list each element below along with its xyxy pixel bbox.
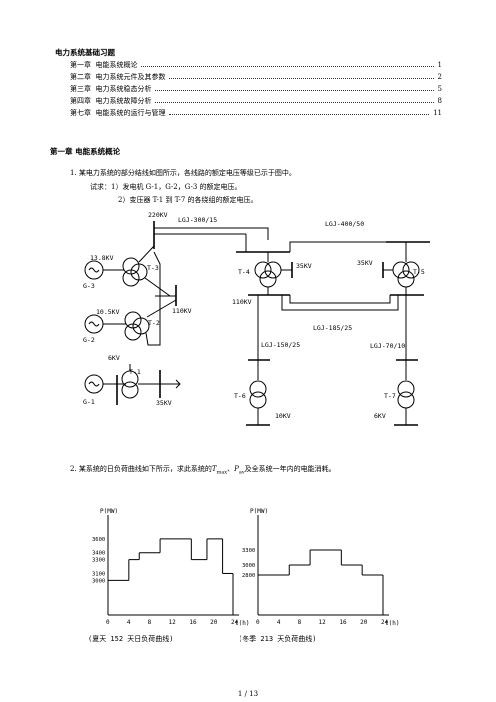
x-axis-label: t(h) <box>385 620 399 627</box>
page-number: 1 / 13 <box>237 690 259 698</box>
toc-name: 电力系统故障分析 <box>95 97 152 105</box>
power-system-diagram: 220KV LGJ-300/15 LGJ-400/50 13.8KV T-3 G… <box>83 211 430 426</box>
y-tick-label: 3300 <box>242 548 255 554</box>
label-lgj-400: LGJ-400/50 <box>325 220 364 228</box>
label-220kv: 220KV <box>148 211 168 219</box>
tmax-subscript: max <box>216 469 228 476</box>
toc-row[interactable]: 第三章 电力系统稳态分析 5 <box>70 83 442 95</box>
toc-leader <box>169 78 434 79</box>
label-lgj-70: LGJ-70/10 <box>370 342 405 350</box>
toc-name: 电能系统概论 <box>95 61 138 69</box>
table-of-contents: 第一章 电能系统概论 1 第二章 电力系统元件及其参数 2 第三章 电力系统稳态… <box>70 59 442 119</box>
toc-name: 电力系统元件及其参数 <box>95 73 166 81</box>
label-g1: G-1 <box>83 398 95 406</box>
x-tick-label: 0 <box>106 619 110 626</box>
label-10kv: 10KV <box>275 412 291 420</box>
question-1-line-1: 1. 某电力系统的部分结线如图所示，各线路的额定电压等级已示于图中。 <box>70 169 296 177</box>
toc-row[interactable]: 第四章 电力系统故障分析 8 <box>70 95 442 107</box>
toc-row[interactable]: 第七章 电能系统的运行与管理 11 <box>70 107 442 119</box>
label-6kv-t7: 6KV <box>374 412 386 420</box>
label-35kv-t5: 35KV <box>357 259 373 267</box>
label-35kv-t1: 35KV <box>156 399 172 407</box>
label-110kv-t4: 110KV <box>232 298 252 306</box>
toc-page: 5 <box>437 85 442 93</box>
toc-leader <box>141 66 434 67</box>
y-axis-label: P(MW) <box>100 508 118 515</box>
x-tick-label: 4 <box>127 619 131 626</box>
label-lgj-185: LGJ-185/25 <box>313 324 352 332</box>
toc-chapter: 第七章 <box>70 109 91 117</box>
toc-name: 电能系统的运行与管理 <box>95 109 166 117</box>
toc-chapter: 第三章 <box>70 85 91 93</box>
toc-chapter: 第一章 <box>70 61 91 69</box>
label-lgj-300: LGJ-300/15 <box>178 216 217 224</box>
toc-chapter: 第二章 <box>70 73 91 81</box>
y-tick-label: 3400 <box>92 551 105 557</box>
y-axis-label: P(MW) <box>250 508 268 515</box>
question-2-post: 及全系统一年内的电能消耗。 <box>244 465 336 473</box>
label-t1: T-1 <box>129 368 141 376</box>
label-6kv-g1: 6KV <box>108 354 120 362</box>
y-tick-label: 3300 <box>92 558 105 564</box>
label-lgj-150: LGJ-150/25 <box>261 341 300 349</box>
label-35kv-t4: 35KV <box>296 262 312 270</box>
toc-row[interactable]: 第二章 电力系统元件及其参数 2 <box>70 71 442 83</box>
x-tick-label: 20 <box>210 619 218 626</box>
toc-chapter: 第四章 <box>70 97 91 105</box>
question-2-pre: 2. 某系统的日负荷曲线如下所示，求此系统的 <box>70 465 212 473</box>
toc-page: 11 <box>433 109 442 117</box>
label-110kv-left: 110KV <box>172 307 192 315</box>
toc-name: 电力系统稳态分析 <box>95 85 152 93</box>
label-10-5kv: 10.5KV <box>96 308 120 316</box>
pav-symbol: P <box>234 465 239 473</box>
x-axis-label: t(h) <box>235 620 249 627</box>
y-tick-label: 3000 <box>92 578 105 584</box>
label-t4: T-4 <box>238 268 250 276</box>
tmax-symbol: T <box>211 465 217 473</box>
x-tick-label: 24 <box>381 619 389 626</box>
chart-caption: (冬季 213 天负荷曲线) <box>240 634 317 643</box>
y-tick-label: 2800 <box>242 573 255 579</box>
x-tick-label: 16 <box>339 619 347 626</box>
x-tick-label: 24 <box>231 619 239 626</box>
label-t3: T-3 <box>147 264 159 272</box>
x-tick-label: 4 <box>277 619 281 626</box>
label-t2: T-2 <box>148 319 160 327</box>
label-13-8kv: 13.8KV <box>90 254 114 262</box>
toc-page: 8 <box>437 97 442 105</box>
x-tick-label: 8 <box>148 619 152 626</box>
toc-row[interactable]: 第一章 电能系统概论 1 <box>70 59 442 71</box>
label-t5: T-5 <box>413 268 425 276</box>
x-tick-label: 20 <box>360 619 368 626</box>
winter-load-chart: P(MW) t(h) 0 4 8 12 16 20 24 3300 3000 2800 (冬季 213 … <box>240 508 399 643</box>
toc-leader <box>169 114 430 115</box>
question-2: 2. 某系统的日负荷曲线如下所示，求此系统的Tmax、Pav及全系统一年内的电能… <box>70 464 336 475</box>
label-g2: G-2 <box>83 336 95 344</box>
question-1-line-2: 试求：1）发电机 G-1，G-2，G-3 的额定电压。 <box>90 183 242 191</box>
y-tick-label: 3600 <box>92 537 105 543</box>
question-1-line-3: 2）变压器 T-1 到 T-7 的各绕组的额定电压。 <box>118 196 258 204</box>
toc-leader <box>155 90 434 91</box>
question-2-sep: 、 <box>227 465 235 473</box>
y-tick-label: 3100 <box>92 571 105 577</box>
document-title: 电力系统基础习题 <box>55 48 115 57</box>
label-t7: T-7 <box>384 392 396 400</box>
toc-page: 2 <box>437 73 442 81</box>
label-g3: G-3 <box>83 282 95 290</box>
chapter-heading: 第一章 电能系统概论 <box>50 147 121 156</box>
y-tick-label: 3000 <box>242 563 255 569</box>
x-tick-label: 0 <box>256 619 260 626</box>
toc-page: 1 <box>437 61 442 69</box>
x-tick-label: 12 <box>169 619 177 626</box>
chart-caption: (夏天 152 天日负荷曲线) <box>88 634 174 643</box>
toc-leader <box>155 102 434 103</box>
x-tick-label: 8 <box>298 619 302 626</box>
pav-subscript: av <box>238 469 245 476</box>
x-tick-label: 16 <box>189 619 197 626</box>
x-tick-label: 12 <box>319 619 327 626</box>
label-t6: T-6 <box>234 392 246 400</box>
